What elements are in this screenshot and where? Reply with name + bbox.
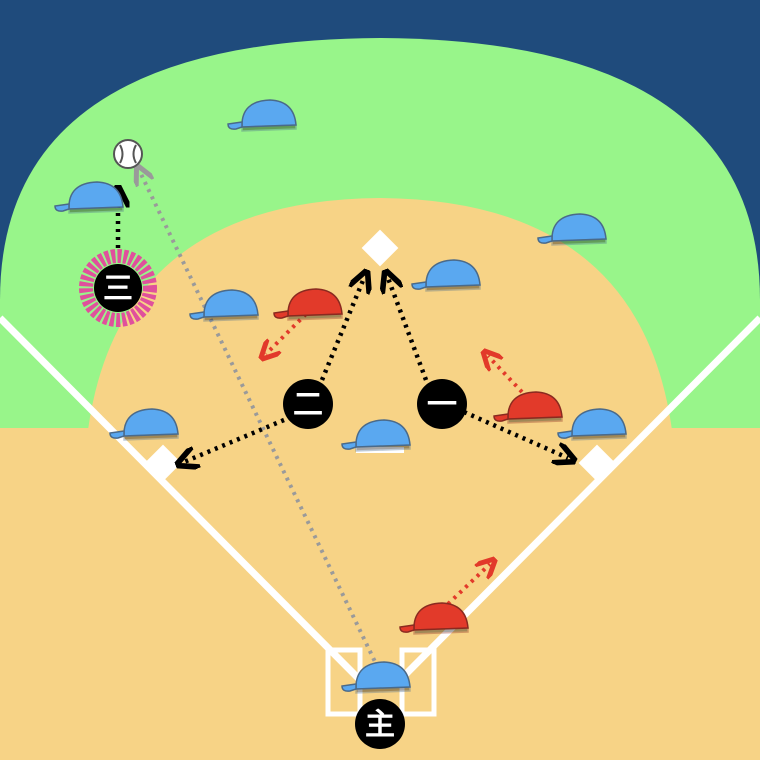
red-cap-first-area-arrow <box>488 356 524 394</box>
runner-third: 三 <box>94 264 142 312</box>
runner-home-marker <box>355 699 405 749</box>
first-base <box>578 444 616 482</box>
red-cap-batter-area-arrow <box>446 564 490 606</box>
red-cap-shortstop-area-arrow <box>266 312 308 354</box>
first-runner-to-second-base-arrow <box>388 278 429 381</box>
third-runner-highlight-ring <box>79 249 157 327</box>
offense-arrows <box>266 312 524 606</box>
runner-second-label: 二 <box>293 388 323 423</box>
runner-third-label: 三 <box>103 272 133 307</box>
first-runner-to-first-base-arrow <box>463 409 568 458</box>
second-base <box>361 229 399 267</box>
second-runner-to-third-base-arrow <box>184 417 285 462</box>
runner-first-marker <box>417 379 467 429</box>
ball-path-arrow <box>140 172 380 669</box>
runner-first: 一 <box>417 379 467 429</box>
runner-home: 主 <box>355 699 405 749</box>
runner-first-label: 一 <box>427 388 457 423</box>
third-base-foul-line <box>0 315 363 683</box>
runner-third-marker <box>94 264 142 312</box>
runner-arrows <box>118 194 568 462</box>
runner-home-label: 主 <box>365 708 395 743</box>
runner-second: 二 <box>283 379 333 429</box>
second-runner-to-second-base-arrow <box>319 278 364 381</box>
baseball-icon <box>113 139 143 169</box>
runner-second-marker <box>283 379 333 429</box>
